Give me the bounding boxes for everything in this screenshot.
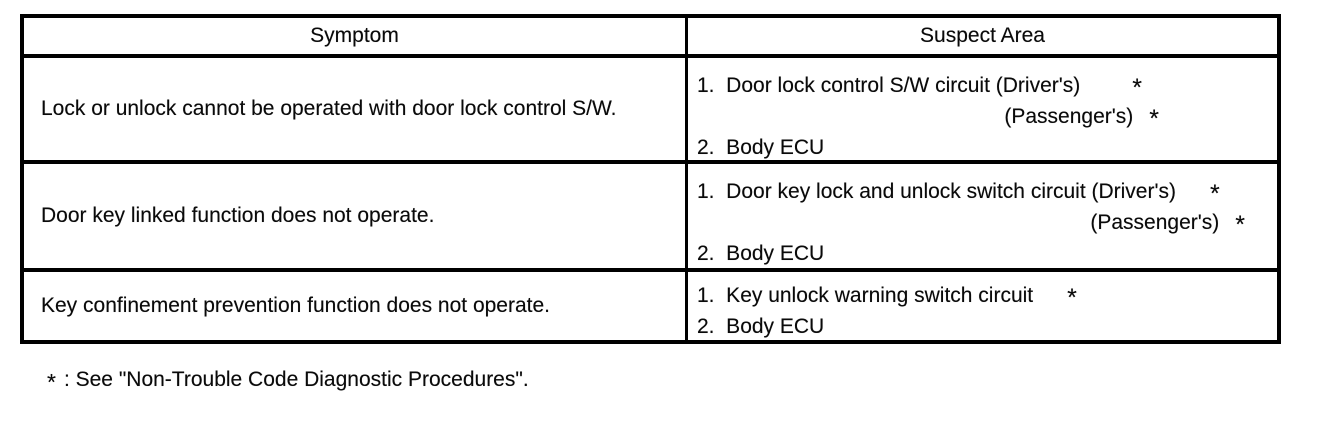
symptom-cell: Door key linked function does not operat… xyxy=(24,164,688,268)
table-row: Key confinement prevention function does… xyxy=(24,268,1277,340)
asterisk-marker-icon: * xyxy=(1149,105,1159,133)
suspect-line: 2. Body ECU xyxy=(697,238,1277,269)
table-row: Door key linked function does not operat… xyxy=(24,160,1277,268)
symptom-cell: Key confinement prevention function does… xyxy=(24,272,688,340)
asterisk-marker-icon: * xyxy=(1132,74,1142,102)
table-header-row: Symptom Suspect Area xyxy=(24,18,1277,54)
table-body: Lock or unlock cannot be operated with d… xyxy=(24,54,1277,340)
suspect-line: (Passenger's) * xyxy=(697,207,1277,239)
asterisk-marker-icon: * xyxy=(1235,211,1245,239)
suspect-cell: 1. Key unlock warning switch circuit * 2. … xyxy=(688,272,1277,340)
suspect-line: 1. Door key lock and unlock switch circu… xyxy=(697,176,1277,208)
symptom-cell: Lock or unlock cannot be operated with d… xyxy=(24,58,688,160)
footnote-asterisk-icon: * xyxy=(47,369,56,395)
suspect-line: 2. Body ECU xyxy=(697,311,1277,342)
suspect-line: 1. Door lock control S/W circuit (Driver… xyxy=(697,70,1277,102)
symptom-suspect-table: Symptom Suspect Area Lock or unlock cann… xyxy=(20,14,1281,344)
asterisk-marker-icon: * xyxy=(1209,180,1220,208)
table-row: Lock or unlock cannot be operated with d… xyxy=(24,54,1277,160)
footnote: * : See "Non-Trouble Code Diagnostic Pro… xyxy=(47,365,529,395)
suspect-line-text: (Passenger's) xyxy=(1090,211,1220,234)
suspect-line-text: 2. Body ECU xyxy=(697,136,825,159)
suspect-line: (Passenger's) * xyxy=(697,101,1277,133)
asterisk-marker-icon: * xyxy=(1067,284,1077,312)
suspect-line-text: (Passenger's) xyxy=(1004,105,1134,128)
suspect-line-text: 1. Key unlock warning switch circuit xyxy=(697,284,1034,307)
suspect-cell: 1. Door key lock and unlock switch circu… xyxy=(688,164,1277,268)
suspect-line: 2. Body ECU xyxy=(697,132,1277,163)
suspect-cell: 1. Door lock control S/W circuit (Driver… xyxy=(688,58,1277,160)
suspect-area-header-cell: Suspect Area xyxy=(920,24,1045,47)
suspect-line-text: 2. Body ECU xyxy=(697,315,825,338)
suspect-line-text: 1. Door lock control S/W circuit (Driver… xyxy=(697,74,1081,97)
footnote-text: : See "Non-Trouble Code Diagnostic Proce… xyxy=(63,368,529,391)
suspect-line-text: 2. Body ECU xyxy=(697,242,825,265)
suspect-line: 1. Key unlock warning switch circuit * xyxy=(697,280,1277,312)
symptom-header-cell: Symptom xyxy=(24,18,688,54)
suspect-line-text: 1. Door key lock and unlock switch circu… xyxy=(697,180,1176,203)
